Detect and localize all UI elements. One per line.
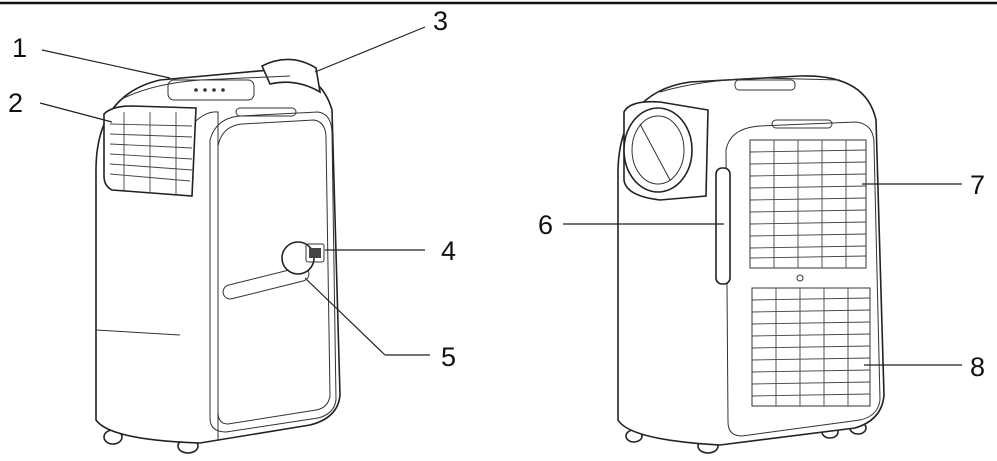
- air-outlet-louvers: [103, 105, 197, 197]
- upper-air-filter-grille: [749, 139, 867, 269]
- exhaust-port: [623, 100, 709, 201]
- control-panel: [167, 79, 255, 101]
- front-view-unit: [95, 58, 341, 454]
- leader-lines: [39, 26, 962, 366]
- side-handle: [715, 167, 731, 285]
- lower-air-filter-grille: [751, 287, 871, 407]
- rear-view-unit: [617, 75, 885, 454]
- callout-7: 7: [970, 170, 985, 200]
- rear-handle: [771, 119, 833, 129]
- callout-6: 6: [538, 210, 553, 240]
- remote-holder-bar: [222, 266, 310, 300]
- callout-2: 2: [8, 88, 23, 118]
- callout-3: 3: [433, 6, 448, 36]
- panel-screw: [796, 274, 804, 282]
- callout-4: 4: [441, 236, 456, 266]
- control-panel-buttons: [194, 88, 225, 92]
- callout-5: 5: [441, 342, 456, 372]
- rear-panel: [725, 121, 881, 437]
- front-door-panel: [209, 111, 337, 433]
- remote-holder-latch: [305, 243, 325, 263]
- callout-8: 8: [970, 352, 985, 382]
- top-handle: [235, 107, 297, 117]
- callout-1: 1: [12, 33, 27, 63]
- exhaust-collar: [260, 58, 322, 94]
